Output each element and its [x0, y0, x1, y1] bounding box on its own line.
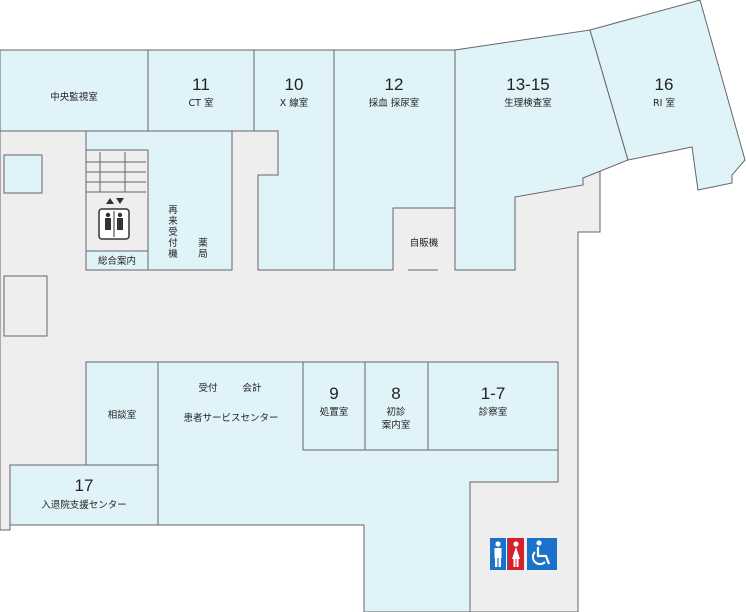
reception-machine-vertical-label: 再 来 受 付 機 — [168, 205, 178, 260]
admission-label: 入退院支援センター — [41, 499, 127, 511]
reception-label: 受付 — [198, 382, 218, 394]
consultation-room — [85, 361, 159, 466]
xray-number: 10 — [285, 75, 304, 94]
blood-urine-number: 12 — [385, 75, 404, 94]
blood-urine-label: 採血 採尿室 — [369, 97, 420, 109]
treatment-room — [302, 361, 366, 451]
consultation-label: 相談室 — [108, 409, 137, 421]
svg-text:薬: 薬 — [198, 237, 208, 249]
ri-number: 16 — [655, 75, 674, 94]
svg-text:来: 来 — [168, 216, 178, 227]
left-column-box — [3, 275, 48, 337]
central-monitoring-label: 中央監視室 — [50, 91, 98, 103]
svg-text:付: 付 — [168, 238, 178, 249]
ri-room — [589, 0, 746, 191]
left-small-room — [3, 154, 43, 194]
admission-number: 17 — [75, 476, 94, 495]
first-visit-room — [364, 361, 429, 451]
exam-number: 1-7 — [481, 384, 506, 403]
exam-label: 診察室 — [479, 406, 508, 418]
physiology-number: 13-15 — [506, 75, 549, 94]
info-counter-box — [85, 250, 149, 271]
physiology-label: 生理検査室 — [504, 97, 552, 109]
vending-label: 自販機 — [410, 237, 439, 249]
svg-text:局: 局 — [198, 249, 208, 260]
restroom-icon — [490, 538, 524, 570]
first-visit-label-1: 初診 — [386, 406, 406, 418]
pharmacy-vertical-label: 薬 局 — [198, 237, 208, 260]
ct-label: CT 室 — [189, 97, 214, 109]
svg-text:受: 受 — [168, 226, 178, 238]
exam-room — [427, 361, 559, 451]
first-visit-label-2: 案内室 — [382, 419, 411, 431]
stairs — [86, 152, 146, 193]
xray-label: X 線室 — [280, 97, 309, 109]
central-monitoring-room — [0, 49, 149, 132]
ri-label: RI 室 — [653, 97, 675, 109]
patient-service-label: 患者サービスセンター — [183, 412, 278, 424]
first-visit-number: 8 — [391, 384, 400, 403]
info-counter-label: 総合案内 — [98, 255, 136, 267]
elevator-icon — [98, 198, 130, 240]
wheelchair-icon — [527, 538, 557, 570]
admission-support-center — [9, 464, 159, 526]
treatment-label: 処置室 — [320, 406, 349, 418]
treatment-number: 9 — [329, 384, 338, 403]
svg-text:再: 再 — [168, 205, 178, 216]
ct-number: 11 — [192, 75, 210, 94]
cashier-label: 会計 — [242, 382, 262, 394]
svg-text:機: 機 — [168, 248, 178, 260]
